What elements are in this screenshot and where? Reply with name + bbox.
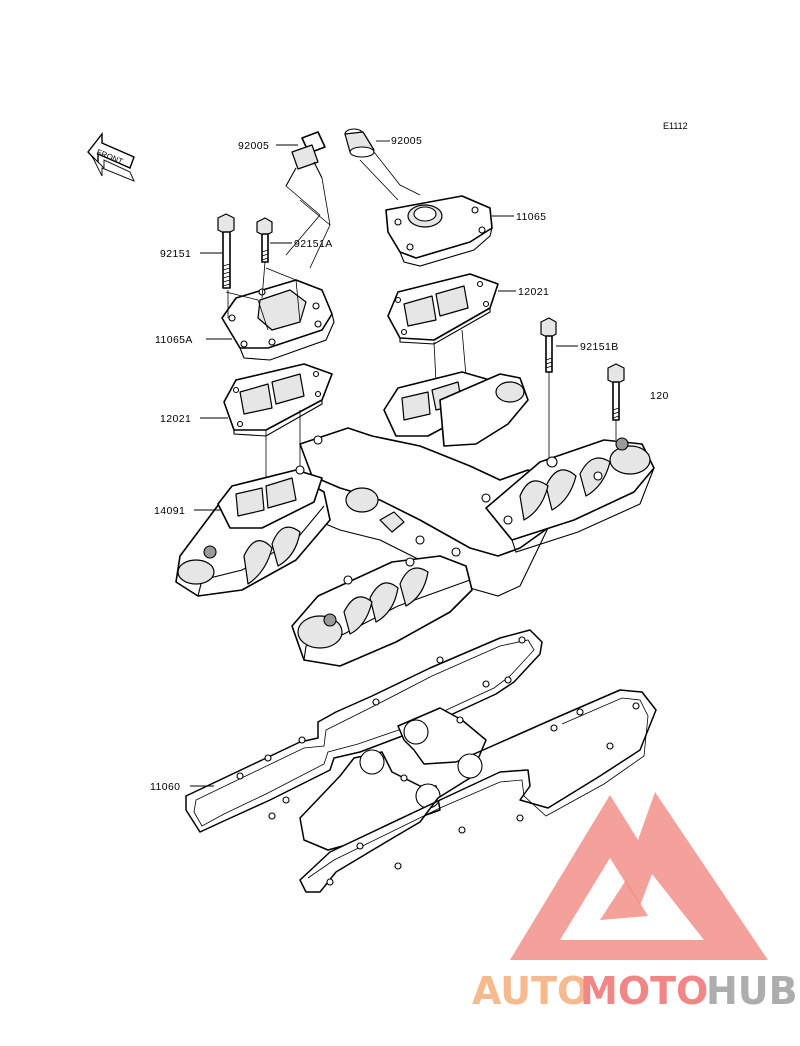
reed-valve-12021-left bbox=[223, 363, 333, 437]
label-120: 120 bbox=[650, 390, 669, 402]
watermark-logo: AUTO MOTO HUB bbox=[472, 792, 798, 1013]
gasket-11060-right bbox=[299, 689, 657, 893]
gasket-11060-left bbox=[185, 629, 543, 851]
label-14091: 14091 bbox=[154, 505, 185, 517]
label-92151: 92151 bbox=[160, 248, 191, 260]
label-92151B: 92151B bbox=[580, 341, 619, 353]
sleeve-92005-right bbox=[344, 128, 421, 201]
label-12021-right: 12021 bbox=[518, 286, 549, 298]
bolt-120 bbox=[607, 363, 625, 421]
watermark-auto: AUTO bbox=[472, 969, 589, 1013]
reed-valve-12021-right bbox=[387, 273, 499, 345]
cover-11065 bbox=[385, 195, 493, 267]
bolt-92151B bbox=[540, 317, 557, 373]
label-12021-left: 12021 bbox=[160, 413, 191, 425]
label-92005-right: 92005 bbox=[391, 135, 422, 147]
label-92151A: 92151A bbox=[294, 238, 333, 250]
bolt-92151 bbox=[217, 213, 235, 289]
label-92005-left: 92005 bbox=[238, 140, 269, 152]
watermark-moto: MOTO bbox=[580, 969, 708, 1013]
housing-14091 bbox=[175, 371, 655, 667]
front-arrow-icon: FRONT bbox=[87, 131, 135, 182]
bolt-92151A bbox=[256, 217, 273, 263]
fitting-92005-left bbox=[285, 131, 331, 269]
label-11065: 11065 bbox=[516, 211, 546, 223]
label-11065A: 11065A bbox=[155, 334, 193, 346]
diagram-code: E1112 bbox=[663, 121, 688, 131]
cover-11065A bbox=[221, 267, 335, 361]
watermark-hub: HUB bbox=[706, 969, 798, 1013]
label-11060: 11060 bbox=[150, 781, 180, 793]
